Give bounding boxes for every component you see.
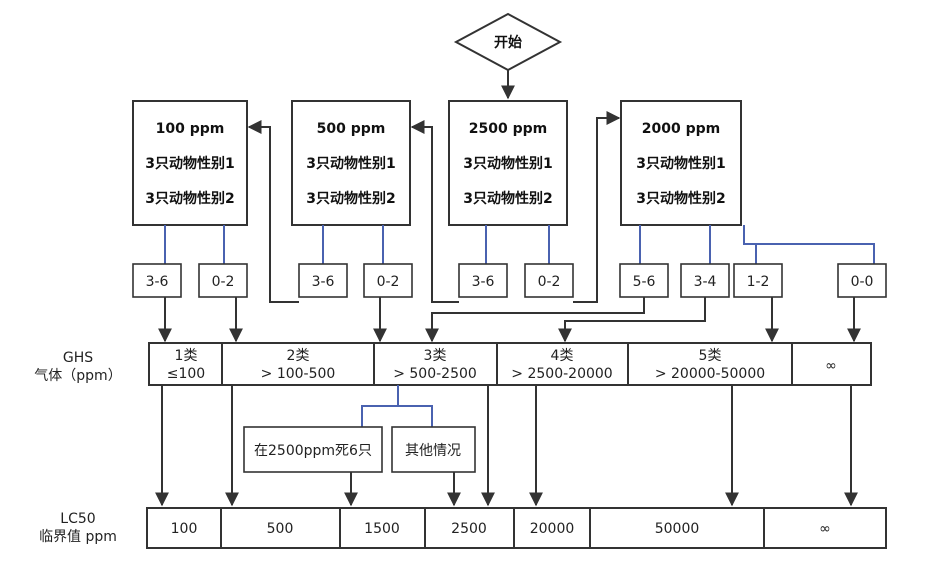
outcome-100-3-6: 3-6 <box>132 263 182 298</box>
ghs-cat-5: 5类 > 20000-50000 <box>655 348 765 382</box>
lc50-value: ∞ <box>819 521 831 537</box>
start-node: 开始 <box>453 12 563 72</box>
test-box-2000: 2000 ppm 3只动物性别1 3只动物性别2 <box>620 100 742 226</box>
svg-text:> 500-2500: > 500-2500 <box>393 366 477 382</box>
test-sex2: 3只动物性别2 <box>145 190 234 207</box>
svg-text:0-2: 0-2 <box>212 274 235 290</box>
test-dose: 2000 ppm <box>642 121 720 137</box>
ghs-cat-4: 4类 > 2500-20000 <box>511 348 612 382</box>
test-sex1: 3只动物性别1 <box>145 155 234 172</box>
svg-text:3-6: 3-6 <box>312 274 335 290</box>
retest-arrows <box>247 111 621 303</box>
svg-text:1-2: 1-2 <box>747 274 770 290</box>
outcome-2500-0-2: 0-2 <box>524 263 574 298</box>
lc50-value: 2500 <box>451 521 487 537</box>
outcome-2000-1-2: 1-2 <box>733 263 783 298</box>
lc50-label: LC50 <box>60 511 95 527</box>
svg-text:0-2: 0-2 <box>377 274 400 290</box>
test-box-100: 100 ppm 3只动物性别1 3只动物性别2 <box>132 100 248 226</box>
svg-text:5类: 5类 <box>699 348 722 364</box>
ghs-cat-1: 1类 ≤100 <box>167 348 205 382</box>
svg-text:3类: 3类 <box>424 348 447 364</box>
outcome-2000-0-0: 0-0 <box>837 263 887 298</box>
svg-text:4类: 4类 <box>551 348 574 364</box>
cat3-branch <box>361 385 433 427</box>
lc50-unit: 临界值 ppm <box>39 529 117 545</box>
lc50-arrows <box>155 385 858 507</box>
ghs-cat-2: 2类 > 100-500 <box>261 348 336 382</box>
svg-text:2类: 2类 <box>287 348 310 364</box>
test-sex1: 3只动物性别1 <box>636 155 725 172</box>
ghs-label: GHS <box>63 350 93 366</box>
test-sex2: 3只动物性别2 <box>463 190 552 207</box>
svg-text:1类: 1类 <box>175 348 198 364</box>
sub-branch-other: 其他情况 <box>391 426 476 473</box>
lc50-value: 1500 <box>364 521 400 537</box>
sub-branch-died6: 在2500ppm死6只 <box>243 426 383 473</box>
test-box-500: 500 ppm 3只动物性别1 3只动物性别2 <box>291 100 411 226</box>
ghs-unit: 气体（ppm） <box>34 368 121 384</box>
svg-text:0-0: 0-0 <box>851 274 874 290</box>
lc50-value: 20000 <box>530 521 575 537</box>
svg-text:> 2500-20000: > 2500-20000 <box>511 366 612 382</box>
lc50-value: 100 <box>171 521 198 537</box>
svg-text:其他情况: 其他情况 <box>405 443 461 459</box>
test-sex1: 3只动物性别1 <box>306 155 395 172</box>
svg-text:≤100: ≤100 <box>167 366 205 382</box>
test-box-2500: 2500 ppm 3只动物性别1 3只动物性别2 <box>448 100 568 226</box>
test-dose: 2500 ppm <box>469 121 547 137</box>
svg-text:> 20000-50000: > 20000-50000 <box>655 366 765 382</box>
svg-text:3-6: 3-6 <box>146 274 169 290</box>
lc50-value: 50000 <box>655 521 700 537</box>
ghs-cat-inf: ∞ <box>825 358 837 374</box>
lc50-row <box>146 507 887 549</box>
outcome-500-3-6: 3-6 <box>298 263 348 298</box>
test-sex2: 3只动物性别2 <box>306 190 395 207</box>
svg-text:> 100-500: > 100-500 <box>261 366 336 382</box>
test-dose: 500 ppm <box>317 121 386 137</box>
outcome-2000-5-6: 5-6 <box>619 263 669 298</box>
svg-text:0-2: 0-2 <box>538 274 561 290</box>
outcome-100-0-2: 0-2 <box>198 263 248 298</box>
svg-text:3-4: 3-4 <box>694 274 717 290</box>
svg-text:3-6: 3-6 <box>472 274 495 290</box>
outcome-500-0-2: 0-2 <box>363 263 413 298</box>
start-label: 开始 <box>494 34 522 51</box>
outcome-2500-3-6: 3-6 <box>458 263 508 298</box>
test-sex1: 3只动物性别1 <box>463 155 552 172</box>
svg-text:5-6: 5-6 <box>633 274 656 290</box>
ghs-arrows <box>158 297 861 343</box>
outcome-connectors <box>164 225 875 264</box>
test-sex2: 3只动物性别2 <box>636 190 725 207</box>
test-dose: 100 ppm <box>156 121 225 137</box>
ghs-row <box>148 342 872 386</box>
outcome-2000-3-4: 3-4 <box>680 263 730 298</box>
ghs-cat-3: 3类 > 500-2500 <box>393 348 477 382</box>
lc50-value: 500 <box>267 521 294 537</box>
svg-text:在2500ppm死6只: 在2500ppm死6只 <box>254 443 372 459</box>
svg-text:∞: ∞ <box>825 358 837 374</box>
